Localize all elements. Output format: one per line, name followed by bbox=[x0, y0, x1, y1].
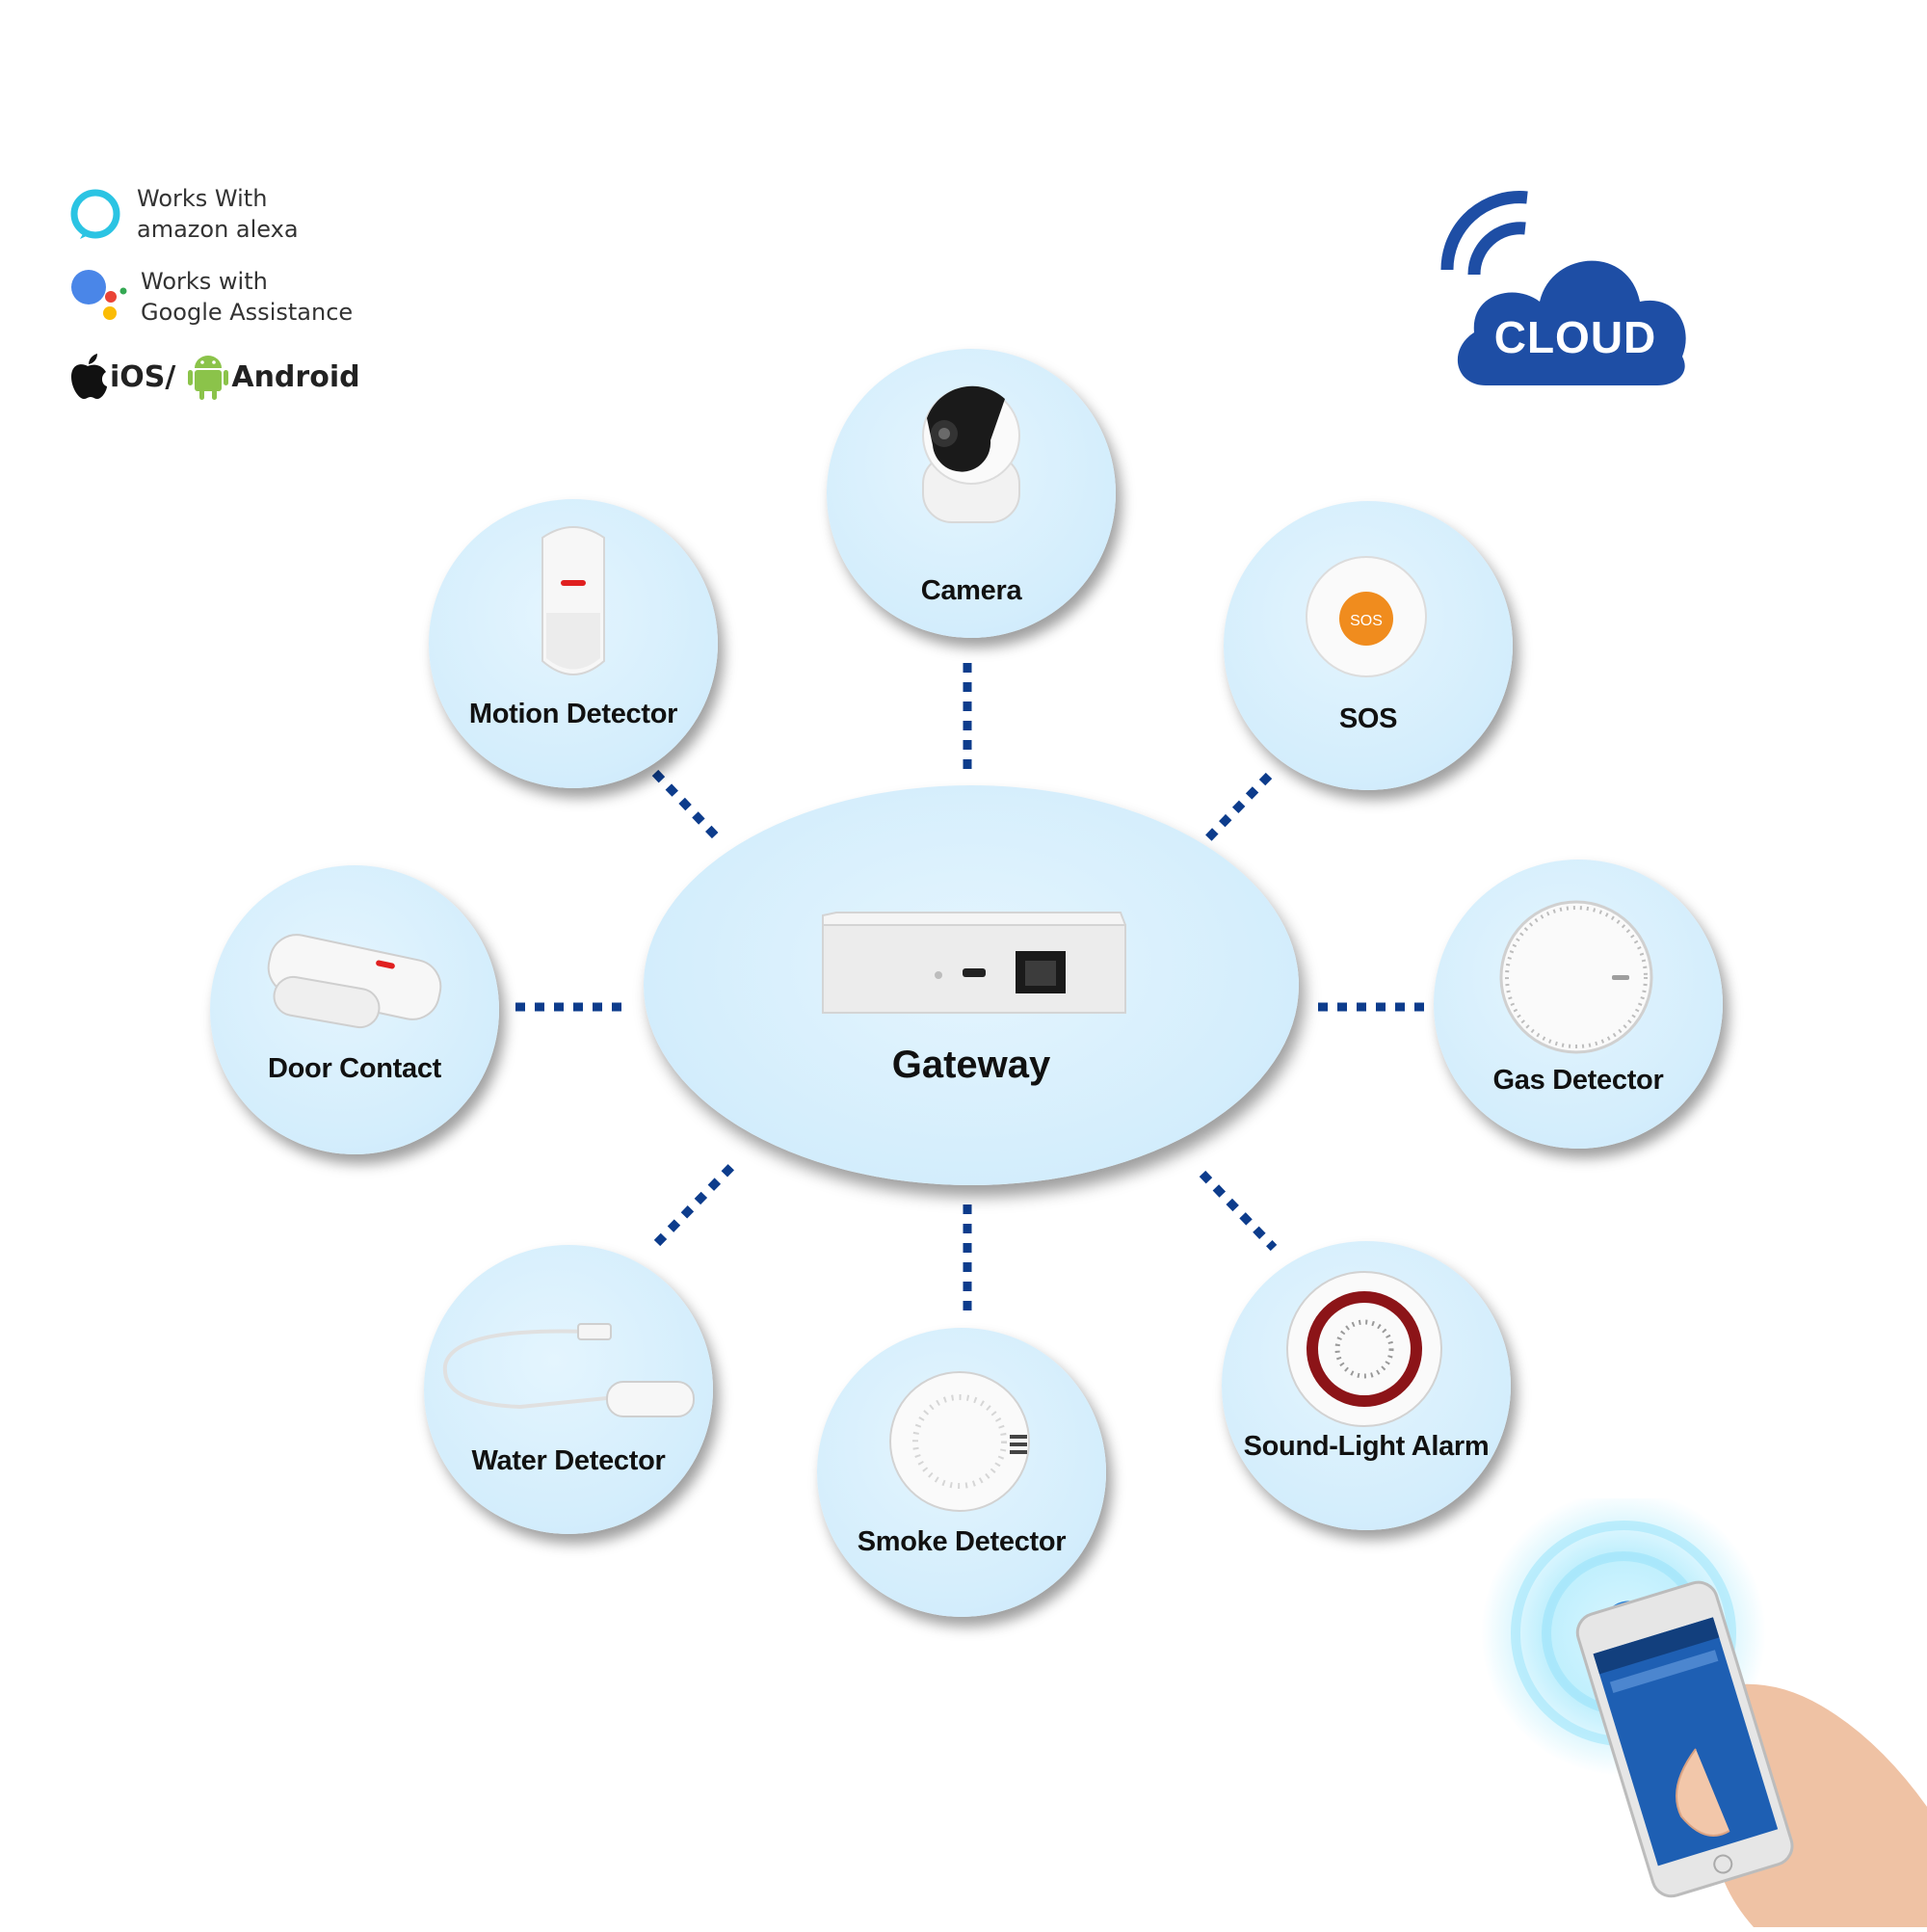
ios-label: iOS/ bbox=[110, 359, 176, 394]
door-contact-node[interactable]: Door Contact bbox=[210, 865, 499, 1154]
sos-node[interactable]: SOS SOS bbox=[1224, 501, 1513, 790]
link-sos bbox=[1202, 772, 1273, 844]
alexa-line2: amazon alexa bbox=[137, 216, 299, 243]
gas-sensor-icon bbox=[1499, 900, 1653, 1054]
gas-detector-node[interactable]: Gas Detector bbox=[1434, 860, 1723, 1149]
cloud-label: CLOUD bbox=[1493, 312, 1657, 362]
gateway-device-icon bbox=[822, 912, 1126, 1014]
sos-button-icon: SOS bbox=[1306, 556, 1427, 677]
motion-sensor-icon bbox=[541, 526, 605, 675]
link-alarm bbox=[1199, 1170, 1278, 1252]
motion-detector-node[interactable]: Motion Detector bbox=[429, 499, 718, 788]
water-detector-node[interactable]: Water Detector bbox=[424, 1245, 713, 1534]
phone-with-wifi-icon bbox=[1481, 1491, 1927, 1927]
smoke-sensor-icon bbox=[889, 1371, 1030, 1512]
google-assistant-badge: Works with Google Assistance bbox=[67, 266, 353, 328]
door-contact-label: Door Contact bbox=[267, 1053, 442, 1084]
camera-label: Camera bbox=[920, 575, 1022, 606]
google-line1: Works with bbox=[141, 268, 268, 295]
sos-label: SOS bbox=[1338, 703, 1398, 734]
smoke-detector-node[interactable]: Smoke Detector bbox=[817, 1328, 1106, 1617]
camera-icon bbox=[922, 385, 1020, 523]
google-line2: Google Assistance bbox=[141, 299, 354, 326]
apple-icon bbox=[71, 354, 107, 399]
smoke-detector-label: Smoke Detector bbox=[857, 1526, 1067, 1557]
sound-light-alarm-label: Sound-Light Alarm bbox=[1243, 1431, 1490, 1462]
water-sensor-icon bbox=[442, 1323, 695, 1417]
sound-light-alarm-node[interactable]: Sound-Light Alarm bbox=[1222, 1241, 1511, 1530]
gateway-hub[interactable]: Gateway bbox=[644, 785, 1299, 1185]
motion-detector-label: Motion Detector bbox=[468, 699, 678, 729]
cloud-icon bbox=[1440, 191, 1686, 385]
platform-badge: iOS/ Android bbox=[67, 353, 360, 401]
google-assistant-icon bbox=[71, 270, 127, 320]
gas-detector-label: Gas Detector bbox=[1492, 1065, 1664, 1096]
alexa-line1: Works With bbox=[137, 185, 268, 212]
water-detector-label: Water Detector bbox=[471, 1445, 666, 1476]
compatibility-badges: Works With amazon alexa Works with Googl… bbox=[67, 183, 376, 414]
cloud-badge: CLOUD bbox=[1436, 188, 1705, 395]
smartphone-control bbox=[1474, 1491, 1927, 1927]
link-motion bbox=[651, 769, 722, 842]
alexa-badge: Works With amazon alexa bbox=[67, 183, 299, 245]
door-sensor-icon bbox=[267, 934, 442, 1029]
siren-icon bbox=[1286, 1271, 1442, 1427]
gateway-label: Gateway bbox=[891, 1044, 1051, 1086]
camera-node[interactable]: Camera bbox=[827, 349, 1116, 638]
android-icon bbox=[188, 356, 229, 400]
alexa-icon bbox=[70, 189, 120, 239]
sos-button-text: SOS bbox=[1350, 613, 1383, 629]
android-label: Android bbox=[231, 359, 360, 394]
